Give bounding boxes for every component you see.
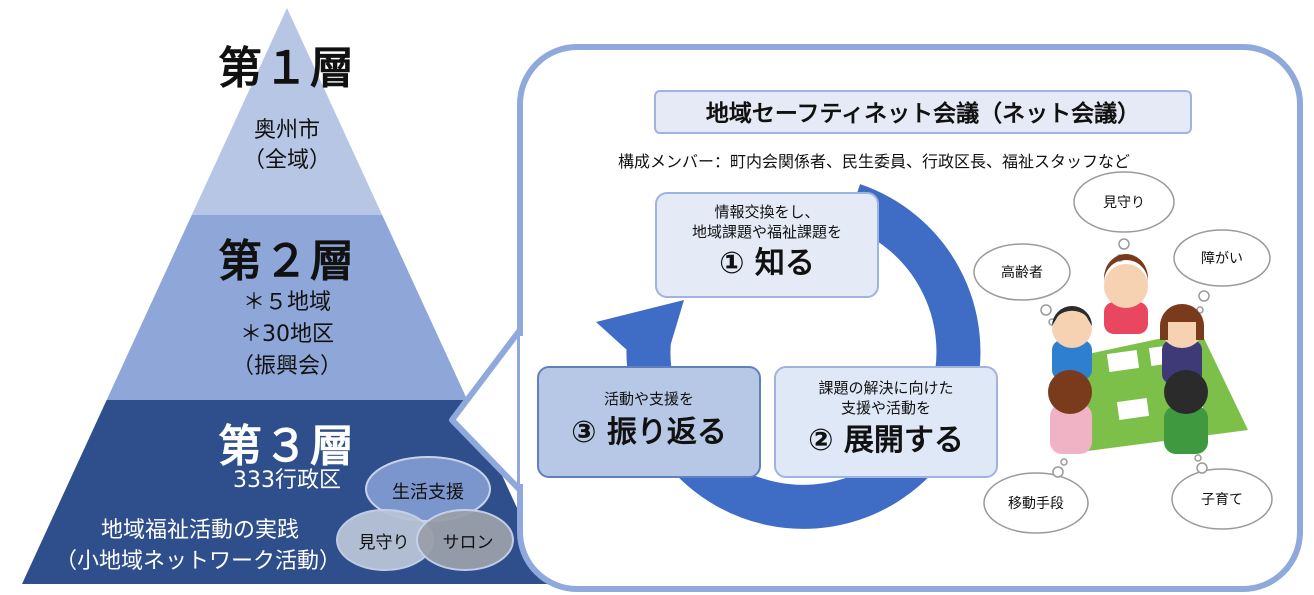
layer1-text-1: 奥州市 (253, 118, 320, 143)
cloud-label-mimamori: 見守り (1103, 195, 1145, 211)
venn-label-top: 生活支援 (392, 482, 464, 503)
step-review-line-1: 活動や支援を (603, 390, 694, 408)
step-know-line-2: 地域課題や福祉課題を (691, 223, 842, 241)
layer2-text-2: ＊30地区 (240, 322, 334, 347)
layer3-heading: 第３層 (218, 421, 356, 472)
step-deploy-action: ② 展開する (808, 423, 964, 458)
layer1-heading: 第１層 (218, 43, 356, 94)
step-know: 情報交換をし、 地域課題や福祉課題を ① 知る (655, 192, 879, 298)
layer2-heading: 第２層 (218, 236, 356, 287)
step-review-action: ③ 振り返る (571, 415, 727, 450)
practice-line-1: 地域福祉活動の実践 (100, 518, 299, 543)
step-deploy-line-2: 支援や活動を (840, 399, 931, 417)
layer1-text-2: （全域） (242, 148, 331, 173)
step-deploy: 課題の解決に向けた 支援や活動を ② 展開する (774, 366, 998, 478)
callout-joint (520, 336, 530, 484)
layer2-text-1: ＊５地域 (242, 290, 331, 315)
meeting-members: 構成メンバー：町内会関係者、民生委員、行政区長、福祉スタッフなど (618, 152, 1131, 171)
practice-line-2: （小地域ネットワーク活動） (54, 549, 341, 574)
cloud-label-kosodate: 子育て (1201, 492, 1243, 508)
step-review: 活動や支援を ③ 振り返る (537, 366, 761, 478)
venn-label-left: 見守り (358, 533, 410, 553)
step-deploy-line-1: 課題の解決に向けた (818, 379, 954, 397)
venn-label-right: サロン (442, 533, 494, 553)
layer3-subheading: 333行政区 (233, 468, 341, 493)
cloud-label-koreisha: 高齢者 (1001, 265, 1043, 281)
layer2-text-3: （振興会） (231, 354, 342, 379)
step-know-line-1: 情報交換をし、 (714, 203, 820, 221)
meeting-title: 地域セーフティネット会議（ネット会議） (654, 90, 1192, 134)
step-know-action: ① 知る (719, 246, 815, 281)
cloud-label-shogai: 障がい (1201, 251, 1243, 267)
cloud-label-ido: 移動手段 (1008, 496, 1064, 512)
